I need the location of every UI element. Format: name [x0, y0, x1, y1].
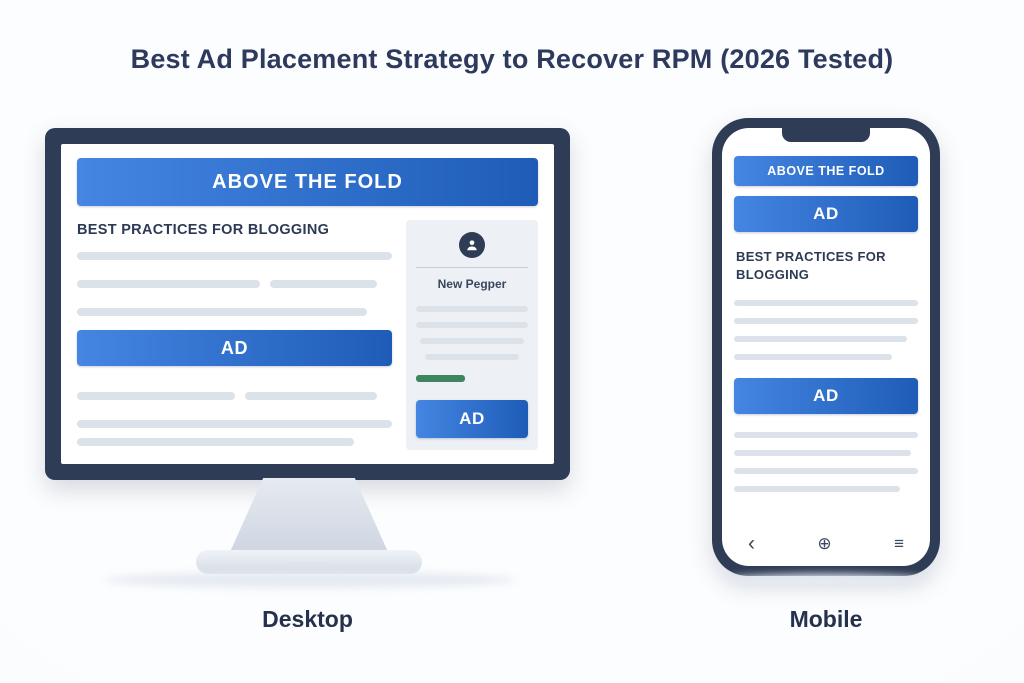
text-placeholder-line	[77, 280, 260, 288]
desktop-inline-ad[interactable]: AD	[77, 330, 392, 366]
mobile-above-fold-banner: ABOVE THE FOLD	[734, 156, 918, 186]
desktop-sidebar-ad[interactable]: AD	[416, 400, 528, 438]
mobile-phone-frame: ABOVE THE FOLD AD BEST PRACTICES FOR BLO…	[712, 118, 940, 576]
text-placeholder-row	[77, 382, 392, 410]
mobile-shadow	[726, 574, 926, 586]
desktop-article-column: BEST PRACTICES FOR BLOGGING AD	[77, 220, 392, 450]
text-placeholder-line	[734, 318, 918, 325]
divider	[416, 267, 528, 268]
mobile-caption: Mobile	[789, 606, 863, 632]
text-placeholder-line	[77, 308, 367, 316]
back-icon[interactable]: ‹	[748, 531, 755, 555]
desktop-article-heading: BEST PRACTICES FOR BLOGGING	[77, 222, 330, 238]
desktop-shadow	[105, 572, 515, 588]
text-placeholder-line	[734, 300, 918, 307]
text-placeholder-line	[734, 468, 918, 475]
text-placeholder-line	[734, 354, 893, 361]
desktop-caption: Desktop	[262, 606, 353, 632]
phone-notch	[782, 128, 870, 142]
text-placeholder-line	[420, 338, 524, 344]
text-placeholder-line	[734, 432, 918, 439]
mobile-article-heading: BEST PRACTICES FOR BLOGGING	[736, 249, 886, 283]
text-placeholder-line	[77, 392, 235, 400]
text-placeholder-line	[734, 336, 907, 343]
monitor-stand-base	[196, 550, 422, 574]
desktop-monitor-frame: ABOVE THE FOLD BEST PRACTICES FOR BLOGGI…	[45, 128, 570, 480]
text-placeholder-line	[734, 450, 911, 457]
mobile-inline-ad[interactable]: AD	[734, 378, 918, 415]
mobile-screen: ABOVE THE FOLD AD BEST PRACTICES FOR BLO…	[722, 128, 930, 566]
text-placeholder-line	[416, 322, 528, 328]
accent-progress-bar	[416, 375, 466, 382]
menu-icon[interactable]: ≡	[894, 533, 904, 553]
desktop-above-fold-banner: ABOVE THE FOLD	[77, 158, 538, 206]
add-circle-icon[interactable]: ⊕	[817, 533, 832, 553]
text-placeholder-line	[77, 438, 355, 446]
desktop-sidebar-widget: New Pegper AD	[406, 220, 538, 450]
sidebar-widget-title: New Pegper	[437, 277, 507, 291]
text-placeholder-line	[244, 392, 377, 400]
text-placeholder-line	[77, 420, 392, 428]
text-placeholder-line	[77, 252, 392, 260]
user-avatar-icon	[459, 232, 485, 258]
desktop-screen: ABOVE THE FOLD BEST PRACTICES FOR BLOGGI…	[61, 144, 554, 464]
text-placeholder-line	[734, 486, 900, 493]
monitor-stand-neck	[230, 478, 388, 552]
text-placeholder-row	[77, 270, 392, 298]
text-placeholder-line	[424, 354, 520, 360]
mobile-bottom-nav: ‹ ⊕ ≡	[722, 530, 930, 556]
desktop-content-row: BEST PRACTICES FOR BLOGGING AD	[77, 220, 538, 450]
mobile-top-ad[interactable]: AD	[734, 196, 918, 232]
page-title: Best Ad Placement Strategy to Recover RP…	[130, 44, 894, 74]
text-placeholder-line	[269, 280, 377, 288]
text-placeholder-line	[416, 306, 528, 312]
